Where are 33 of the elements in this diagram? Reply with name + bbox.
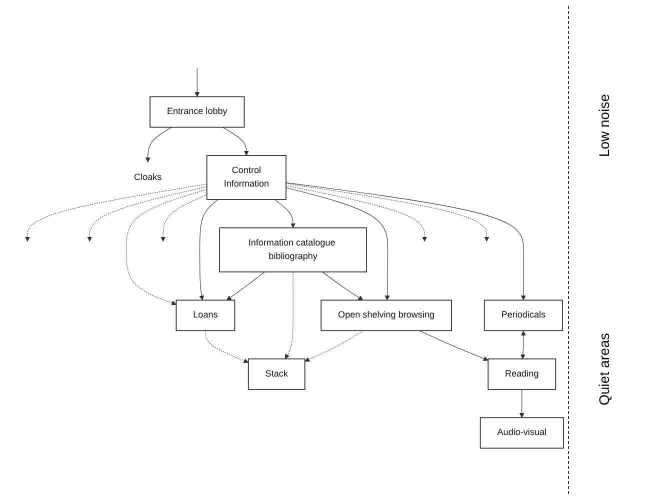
arrow	[126, 189, 208, 306]
arrow	[520, 330, 526, 360]
room-box: Entrance lobby	[150, 96, 245, 128]
arrow	[226, 272, 265, 300]
arrow	[286, 183, 490, 242]
arrow	[160, 194, 208, 242]
arrow	[194, 68, 200, 98]
room-box: Open shelving browsing	[320, 300, 452, 332]
room-box: Reading	[488, 358, 556, 390]
zone-label: Low noise	[596, 94, 612, 158]
area-label: Cloaks	[134, 172, 162, 182]
arrow	[222, 127, 249, 156]
arrow	[419, 330, 488, 362]
arrow	[199, 199, 218, 300]
arrow	[25, 184, 208, 242]
arrow	[87, 186, 208, 242]
arrow	[274, 199, 296, 228]
room-box: Information catalogue bibliography	[219, 228, 367, 272]
arrow	[205, 330, 249, 364]
room-box: Stack	[248, 358, 306, 390]
arrow	[322, 272, 364, 300]
arrow	[519, 389, 524, 418]
arrow	[286, 182, 526, 300]
room-box: Loans	[176, 300, 236, 332]
room-box: Periodicals	[484, 300, 563, 332]
room-box: Audio-visual	[480, 417, 564, 449]
arrow	[304, 330, 364, 362]
arrow	[145, 127, 172, 163]
arrow	[286, 185, 428, 242]
arrow	[284, 272, 294, 360]
room-box: Control Information	[206, 155, 286, 200]
zone-label: Quiet areas	[596, 333, 612, 406]
arrow	[286, 188, 390, 300]
